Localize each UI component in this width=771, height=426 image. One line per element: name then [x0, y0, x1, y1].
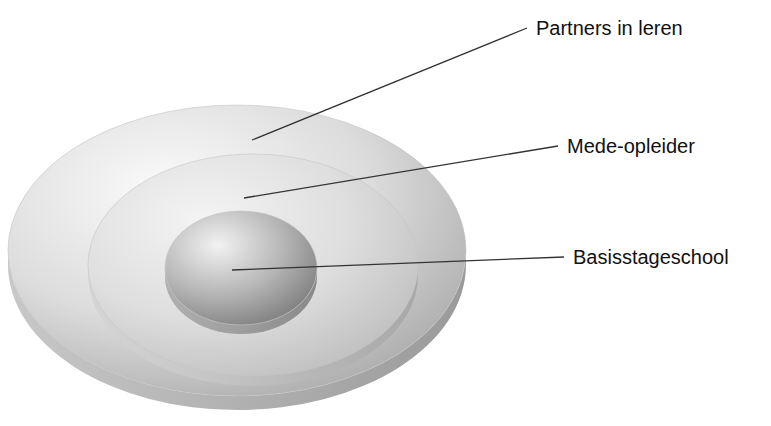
disc-label: Basisstageschool [573, 245, 729, 269]
disc-top [8, 105, 466, 396]
disc-label: Partners in leren [536, 16, 683, 40]
disc-label: Mede-opleider [567, 134, 695, 158]
disc-node: Partners in lerenMede-opleiderBasisstage… [8, 105, 466, 410]
disc-node: Basisstageschool [165, 211, 317, 334]
disc-shape [165, 211, 317, 334]
label-holder: Mede-opleider [567, 134, 695, 158]
label-holder: Partners in leren [536, 16, 683, 40]
label-holder: Basisstageschool [573, 245, 729, 269]
disc-node: Mede-opleiderBasisstageschool [88, 154, 418, 386]
disc-top [165, 211, 317, 325]
disc-top [88, 154, 418, 376]
